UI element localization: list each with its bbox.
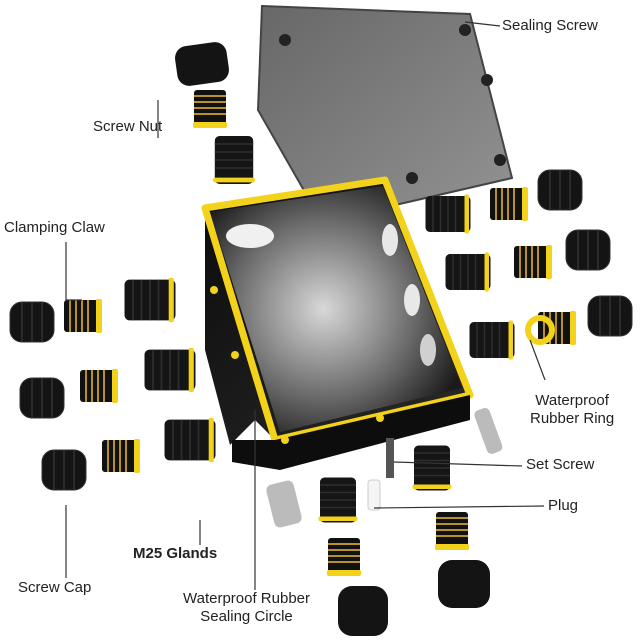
label-waterproof-rubber-ring-line1: Waterproof — [535, 392, 609, 409]
label-sealing-circle-line1: Waterproof Rubber — [183, 590, 311, 607]
label-screw-cap: Screw Cap — [18, 579, 92, 596]
gland-set-right — [424, 169, 633, 361]
gland-stack-top-left — [175, 42, 256, 185]
label-plug: Plug — [548, 497, 579, 514]
gland-set-left — [9, 277, 217, 491]
label-sealing-circle-line2: Sealing Circle — [200, 608, 293, 625]
leader-lines — [65, 21, 546, 590]
label-waterproof-rubber-ring-line2: Rubber Ring — [530, 410, 615, 427]
label-set-screw: Set Screw — [526, 456, 595, 473]
label-m25-glands: M25 Glands — [133, 545, 218, 562]
label-waterproof-rubber-ring: Waterproof Rubber Ring — [530, 392, 614, 428]
label-waterproof-rubber-sealing-circle: Waterproof Rubber Sealing Circle — [183, 590, 310, 626]
enclosure-box — [201, 176, 474, 470]
enclosure-lid — [256, 4, 514, 224]
gland-set-bottom — [266, 407, 503, 636]
label-sealing-screw: Sealing Screw — [502, 17, 598, 34]
label-clamping-claw: Clamping Claw — [4, 219, 105, 236]
label-screw-nut: Screw Nut — [93, 118, 163, 135]
